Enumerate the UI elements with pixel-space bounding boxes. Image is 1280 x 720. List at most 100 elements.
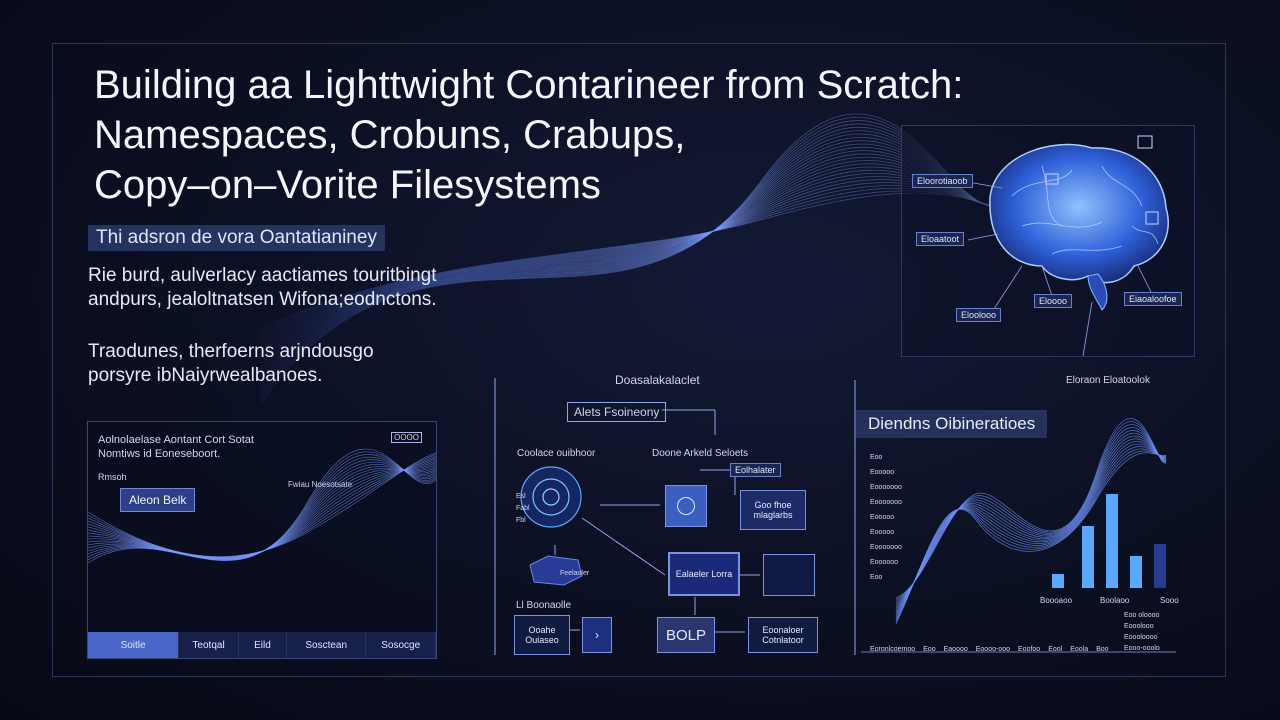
chart-bar [1052, 574, 1064, 588]
brain-label-5: Eiaoaloofoe [1124, 292, 1182, 306]
wave-annotation: Fwiau Noesotsate [288, 480, 353, 489]
left-visualization-panel: Aolnolaelase Aontant Cort Sotat Nomtiws … [87, 421, 437, 659]
arrow-right-icon: › [595, 628, 599, 642]
chart-y-tick: Eooooo [870, 469, 895, 476]
diagram-center-box: Ealaeler Lorra [668, 552, 740, 596]
x-axis-label: Eool [1048, 646, 1063, 653]
left-panel-subheading: Nomtiws id Eoneseboort. [98, 448, 221, 460]
diagram-bottom-left-box: Ooahe Ouiaseo [514, 615, 570, 655]
chart-y-tick: Eoooooo [870, 559, 899, 566]
chart-legend: Eoo oloooo Eooolooo Eoooloooo Eooo-ooolo [1124, 610, 1160, 654]
diagram-top-box: Alets Fsoineony [567, 402, 667, 422]
chart-bar [1154, 544, 1166, 588]
chart-curve-line [895, 443, 1167, 617]
tab-sosocge[interactable]: Sosocge [366, 632, 436, 658]
chart-bar [1130, 556, 1142, 588]
tab-sosctean[interactable]: Sosctean [287, 632, 367, 658]
diagram-arrow-box: › [582, 617, 612, 653]
chart-curve-line [895, 432, 1167, 609]
diagram-right-title: Doone Arkeld Seloets [652, 448, 749, 459]
chart-x-label-3: Sooo [1160, 596, 1179, 605]
chart-y-tick: Eooooo [870, 529, 895, 536]
detail-paragraph: Traodunes, therfoerns arjndousgo porsyre… [88, 340, 374, 388]
chart-y-tick: Eooooo [870, 514, 895, 521]
side-label-3: Fbl [516, 517, 526, 524]
chart-title: Diendns Oibineratioes [856, 410, 1048, 438]
tab-soitle[interactable]: Soitle [88, 632, 180, 658]
intro-paragraph: Rie burd, aulverlacy aactiames touritbin… [88, 264, 437, 312]
tab-teotqal[interactable]: Teotqal [179, 632, 239, 658]
left-panel-label: Rmsoh [98, 472, 127, 482]
brain-label-3: Eloooo [1034, 294, 1073, 308]
diagram-globe-box [763, 554, 815, 596]
tab-eild[interactable]: Eild [238, 632, 287, 658]
legend-item: Eooo-ooolo [1124, 645, 1160, 652]
diagram-mid-box: Goo fhoe mlaglarbs [740, 490, 806, 530]
diagram-small-box: Eolhalater [730, 463, 781, 477]
brain-label-2: Eloaatoot [916, 232, 965, 246]
chart-curve-line [895, 446, 1167, 619]
x-axis-label: Eaoooo [943, 646, 968, 653]
x-axis-label: Eoola [1070, 646, 1089, 653]
stack-label: Feelaoler [560, 570, 590, 577]
intro-line-2: andpurs, jealoltnatsen Wifona;eodnctons. [88, 289, 437, 310]
x-axis-label: Eoronlcoemoo [870, 646, 916, 653]
chart-curve-line [895, 452, 1167, 625]
chart-curve-line [895, 438, 1167, 613]
chart-y-tick: Eooooooo [870, 544, 902, 551]
legend-item: Eoo oloooo [1124, 612, 1160, 619]
title-line-2: Namespaces, Crobuns, Crabups, [94, 113, 686, 157]
diagram-left-title: Coolace ouibhoor [517, 448, 596, 459]
right-chart-svg [861, 418, 1176, 653]
brain-label-4: Eloolooo [956, 308, 1002, 322]
x-axis-label: Boo [1096, 646, 1109, 653]
chart-bar [1082, 526, 1094, 588]
chart-y-tick: Eooooooo [870, 499, 902, 506]
chart-curve-line [895, 441, 1167, 615]
side-label-2: Fabl [516, 505, 530, 512]
chart-y-tick: Eoo [870, 574, 883, 581]
chart-x-axis-labels: Eoronlcoemoo Eoo Eaoooo Eoooo-ooo Eoofoo… [870, 646, 1109, 653]
node-ring-icon [677, 497, 695, 515]
detail-line-2: porsyre ibNaiyrwealbanoes. [88, 365, 323, 386]
chart-curve-line [895, 450, 1167, 623]
diagram-top-label: Doasalakalaclet [615, 373, 700, 387]
x-axis-label: Eoo [923, 646, 936, 653]
left-panel-wave-line [88, 448, 436, 564]
left-panel-waves [88, 448, 436, 564]
chart-curve-line [895, 448, 1167, 621]
chart-curve-line [895, 424, 1167, 603]
subtitle-banner: Thi adsron de vora Oantatianiney [88, 225, 385, 251]
brain-label-1: Eloorotiaoob [912, 174, 973, 188]
x-axis-label: Eoooo-ooo [975, 646, 1011, 653]
intro-line-1: Rie burd, aulverlacy aactiames touritbin… [88, 265, 437, 286]
chart-curve-line [895, 418, 1167, 599]
diagram-bottom-right-box: Eoonaloer Cotnlatoor [748, 617, 818, 653]
legend-item: Eooolooo [1124, 623, 1154, 630]
brain-icon [967, 135, 1169, 356]
brain-caption: Eloraon Eloatoolok [1066, 375, 1150, 386]
left-panel-heading: Aolnolaelase Aontant Cort Sotat [98, 434, 254, 446]
side-label-1: Esl [516, 493, 526, 500]
chart-x-label-2: Boolaoo [1100, 596, 1130, 605]
chart-y-tick: Eoo [870, 454, 883, 461]
chart-curve-line [895, 430, 1167, 607]
title-line-3: Copy–on–Vorite Filesystems [94, 163, 601, 207]
x-axis-label: Eoofoo [1018, 646, 1041, 653]
content-frame [52, 43, 1226, 677]
bolp-button[interactable]: BOLP [657, 617, 715, 653]
corner-badge: OOOO [391, 432, 422, 443]
chart-bar [1106, 494, 1118, 588]
panel-action-button[interactable]: Aleon Belk [120, 488, 196, 512]
chart-curve-line [895, 435, 1167, 611]
chart-x-label-1: Boooaoo [1040, 596, 1073, 605]
diagram-bottom-left-title: Ll Boonaolle [516, 600, 572, 611]
brain-visualization-panel: Eloorotiaoob Eloaatoot Eloooo Eloolooo E… [901, 125, 1195, 357]
legend-item: Eoooloooo [1124, 634, 1158, 641]
chart-curve-line [895, 427, 1167, 605]
title-line-1: Building aa Lighttwight Contarineer from… [94, 63, 964, 107]
chart-y-tick: Eooooooo [870, 484, 902, 491]
page-title: Building aa Lighttwight Contarineer from… [94, 60, 1094, 210]
diagram-core-node[interactable] [665, 485, 707, 527]
